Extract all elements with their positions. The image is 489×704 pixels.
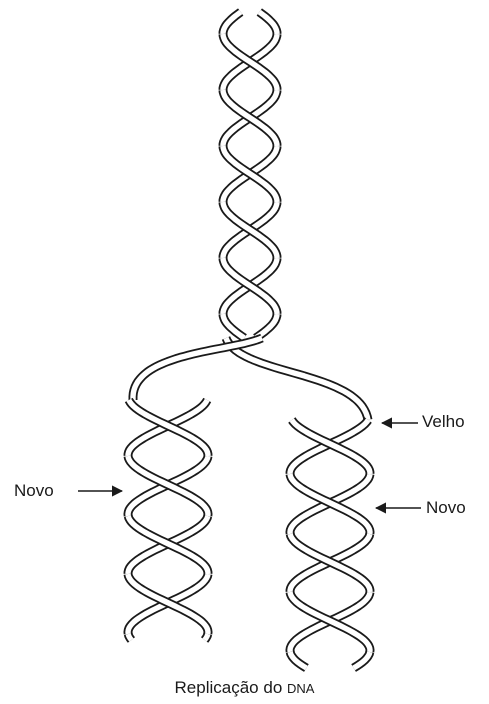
right-daughter-helix bbox=[290, 420, 370, 668]
left-daughter-helix bbox=[128, 400, 208, 640]
left-daughter-strand1-front-4-band bbox=[128, 634, 131, 640]
fork-right-strand-edge bbox=[226, 338, 368, 420]
fork-right-strand-band bbox=[226, 338, 368, 420]
right-daughter-strand0-front-2-band bbox=[290, 652, 306, 668]
figure-caption: Replicação do DNA bbox=[0, 678, 489, 699]
label-new-strand-left: Novo bbox=[14, 481, 54, 501]
left-daughter-strand0-back-2-band bbox=[205, 634, 208, 640]
right-daughter-strand1-back-4-band bbox=[354, 652, 370, 668]
parent-double-helix bbox=[223, 12, 277, 338]
caption-text: Replicação do bbox=[175, 678, 283, 697]
label-new-strand-right: Novo bbox=[426, 498, 466, 518]
replication-fork bbox=[133, 338, 368, 420]
label-old-strand: Velho bbox=[422, 412, 465, 432]
caption-abbr: DNA bbox=[287, 681, 314, 696]
